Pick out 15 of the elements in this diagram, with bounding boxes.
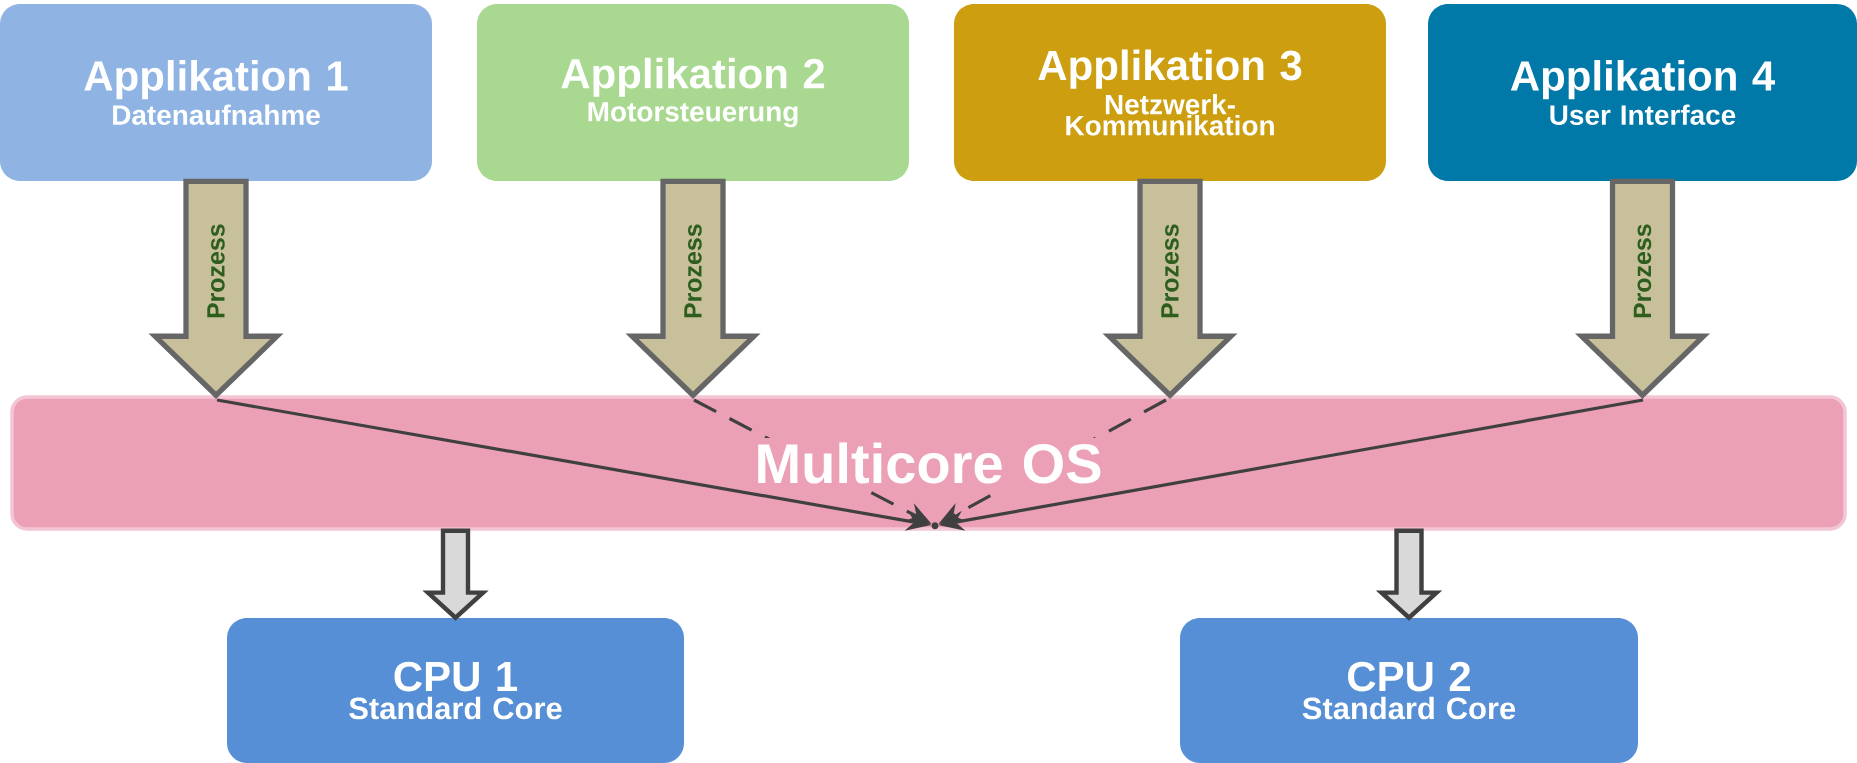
- arrow: [1375, 528, 1443, 621]
- application-box: Applikation 2 Motorsteuerung: [477, 4, 909, 181]
- process-arrow: [625, 178, 761, 399]
- os-band: Multicore OS: [10, 395, 1847, 531]
- convergence-point: [931, 522, 939, 530]
- process-arrow: [148, 178, 284, 399]
- cpu-box: CPU 1 Standard Core: [227, 618, 684, 763]
- process-arrow: [1102, 178, 1238, 399]
- process-arrow: [1575, 178, 1711, 399]
- application-box: Applikation 4 User Interface: [1428, 4, 1857, 181]
- cpu-box: CPU 2 Standard Core: [1180, 618, 1638, 763]
- application-box: Applikation 3 Netzwerk-Kommunikation: [954, 4, 1386, 181]
- application-box: Applikation 1 Datenaufnahme: [0, 4, 432, 181]
- arrow: [422, 528, 489, 621]
- edge-label: Prozess: [1632, 221, 1653, 321]
